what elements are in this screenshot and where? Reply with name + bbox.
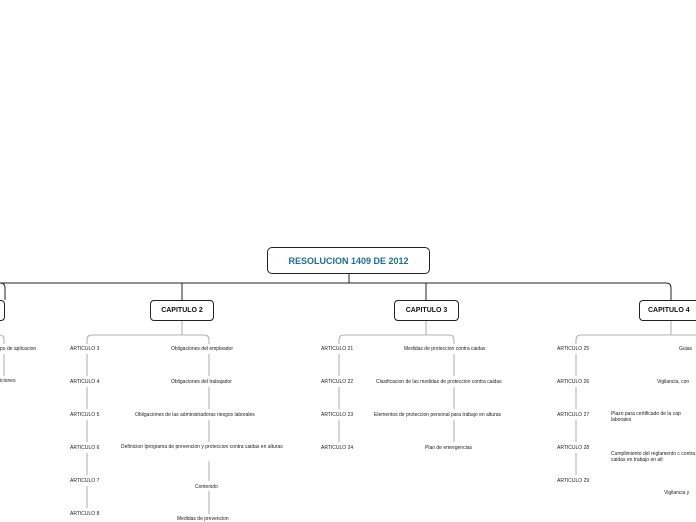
chapter-3-topic[interactable]: Elementos de proteccion personal para tr… — [374, 412, 502, 418]
chapter-4-article[interactable]: ARTICULO 25 — [557, 346, 590, 352]
chapter-3-article[interactable]: ARTICULO 21 — [321, 346, 354, 352]
chapter-4-article[interactable]: ARTICULO 28 — [557, 445, 590, 451]
chapter-2-node[interactable]: CAPITULO 2 — [150, 300, 214, 321]
chapter-3-article[interactable]: ARTICULO 23 — [321, 412, 354, 418]
chapter-4-node[interactable]: CAPITULO 4 — [639, 300, 696, 321]
chapter-2-topic[interactable]: Contenido — [195, 484, 218, 490]
root-node[interactable]: RESOLUCION 1409 DE 2012 — [267, 247, 430, 274]
chapter-3-topic[interactable]: Medidas de proteccion contra caidas — [404, 346, 486, 352]
chapter-2-article[interactable]: ARTICULO 8 — [70, 511, 100, 517]
chapter-2-article[interactable]: ARTICULO 3 — [70, 346, 100, 352]
chapter-3-topic[interactable]: Clasificacion de las medidas de protecci… — [376, 379, 502, 385]
chapter-4-article[interactable]: ARTICULO 26 — [557, 379, 590, 385]
chapter-4-topic[interactable]: Guias — [679, 346, 693, 352]
chapter-2-topic[interactable]: Obligaciones del empleador — [171, 346, 233, 352]
chapter-3-topic[interactable]: Plan de emergencias — [425, 445, 472, 451]
chapter-1-node[interactable] — [0, 300, 5, 321]
chapter-3-node[interactable]: CAPITULO 3 — [394, 300, 459, 321]
chapter-3-article[interactable]: ARTICULO 24 — [321, 445, 354, 451]
chapter-2-topic[interactable]: Definicion Iprograma de prevencion y pro… — [121, 444, 303, 450]
chapter-2-topic[interactable]: Obligaciones de las administradoras ries… — [135, 412, 255, 418]
chapter-4-topic[interactable]: Plazo para certificado de la cap laboral… — [611, 411, 696, 423]
chapter-4-topic[interactable]: Cumplimiento del reglamento c contra cai… — [611, 451, 696, 463]
chapter-1-topic[interactable]: po de aplicacion — [0, 346, 37, 352]
chapter-2-topic[interactable]: Obligaciones del trabajador — [171, 379, 232, 385]
chapter-2-article[interactable]: ARTICULO 6 — [70, 445, 100, 451]
chapter-4-article[interactable]: ARTICULO 29 — [557, 478, 590, 484]
chapter-2-article[interactable]: ARTICULO 5 — [70, 412, 100, 418]
chapter-4-topic[interactable]: Vigilancia, con — [657, 379, 690, 385]
chapter-4-topic[interactable]: Vigilancia y — [664, 490, 690, 496]
chapter-1-topic[interactable]: iciones — [0, 378, 16, 384]
chapter-4-article[interactable]: ARTICULO 27 — [557, 412, 590, 418]
chapter-2-article[interactable]: ARTICULO 7 — [70, 478, 100, 484]
chapter-3-article[interactable]: ARTICULO 22 — [321, 379, 354, 385]
chapter-2-topic[interactable]: Medidas de prevencion — [177, 516, 229, 522]
chapter-2-article[interactable]: ARTICULO 4 — [70, 379, 100, 385]
